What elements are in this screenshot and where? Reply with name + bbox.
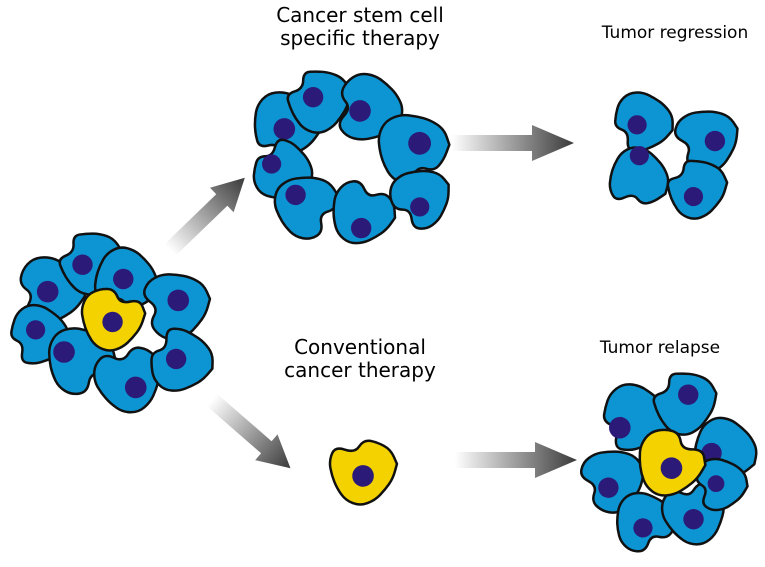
cancer-cell — [150, 327, 214, 392]
cancer-cell — [652, 372, 718, 436]
cancer-cell — [377, 113, 451, 185]
arrow-to-csc-therapy — [164, 177, 245, 256]
nucleus — [273, 118, 296, 140]
tumor-relapse-cluster — [579, 372, 758, 553]
nucleus — [598, 477, 619, 498]
tumor-relapse-label: Tumor relapse — [599, 338, 721, 358]
cancer-cell — [332, 180, 397, 245]
nucleus — [352, 465, 374, 487]
cancer-cell — [613, 91, 674, 153]
nucleus — [683, 508, 704, 530]
conventional-therapy-label-line1: Conventional — [294, 335, 426, 359]
nucleus — [408, 131, 432, 155]
cancer-cell — [695, 457, 749, 512]
nucleus — [349, 100, 371, 122]
nucleus — [683, 186, 704, 207]
arrows — [164, 125, 577, 478]
cancer-cell — [389, 169, 450, 230]
cancer-cell — [673, 110, 739, 174]
cancer-cell — [615, 491, 677, 553]
cancer-cell — [666, 159, 729, 220]
cancer-stem-cell — [638, 428, 707, 497]
tumor-regression-label: Tumor regression — [601, 23, 749, 43]
cancer-cell — [608, 146, 670, 205]
nucleus — [678, 384, 699, 405]
cell-body — [332, 180, 397, 245]
cancer-stem-cell — [80, 287, 147, 352]
cancer-cell — [273, 176, 339, 240]
csc-therapy-label-line2: specific therapy — [280, 26, 440, 50]
csc-therapy-label: Cancer stem cell specific therapy — [250, 4, 470, 50]
cell-body — [608, 146, 670, 205]
nucleus — [102, 311, 123, 333]
csc-therapy-label-line1: Cancer stem cell — [276, 3, 444, 27]
conventional-therapy-label: Conventional cancer therapy — [250, 336, 470, 382]
nucleus — [350, 217, 372, 239]
nucleus — [629, 146, 649, 166]
nucleus — [262, 154, 282, 174]
nucleus — [167, 289, 190, 312]
nucleus — [627, 115, 647, 135]
nucleus — [53, 341, 75, 363]
cell-body — [92, 346, 161, 414]
nucleus — [302, 86, 324, 108]
csc-therapy-ring-cluster — [252, 70, 451, 245]
cancer-cell — [143, 273, 212, 341]
cancer-stem-cell — [328, 439, 399, 506]
arrow-to-tumor-relapse — [455, 442, 577, 478]
tumor-regression-cluster — [608, 91, 739, 220]
surviving-stem-cell — [328, 439, 399, 506]
nucleus — [72, 254, 93, 275]
nucleus — [26, 320, 46, 340]
cancer-cell — [92, 346, 161, 414]
nucleus — [165, 348, 187, 370]
nucleus — [707, 475, 725, 493]
nucleus — [410, 197, 430, 217]
nucleus — [113, 268, 134, 290]
nucleus — [285, 184, 306, 206]
nucleus — [633, 518, 653, 538]
nucleus — [36, 280, 59, 303]
arrow-to-tumor-regression — [452, 125, 574, 161]
nucleus — [704, 130, 726, 152]
cancer-cell — [286, 70, 352, 134]
nucleus — [660, 457, 683, 479]
conventional-therapy-label-line2: cancer therapy — [284, 358, 436, 382]
nucleus — [609, 416, 631, 439]
arrow-to-conventional-therapy — [206, 393, 291, 469]
nucleus — [124, 376, 147, 399]
initial-tumor-cluster — [10, 232, 214, 414]
